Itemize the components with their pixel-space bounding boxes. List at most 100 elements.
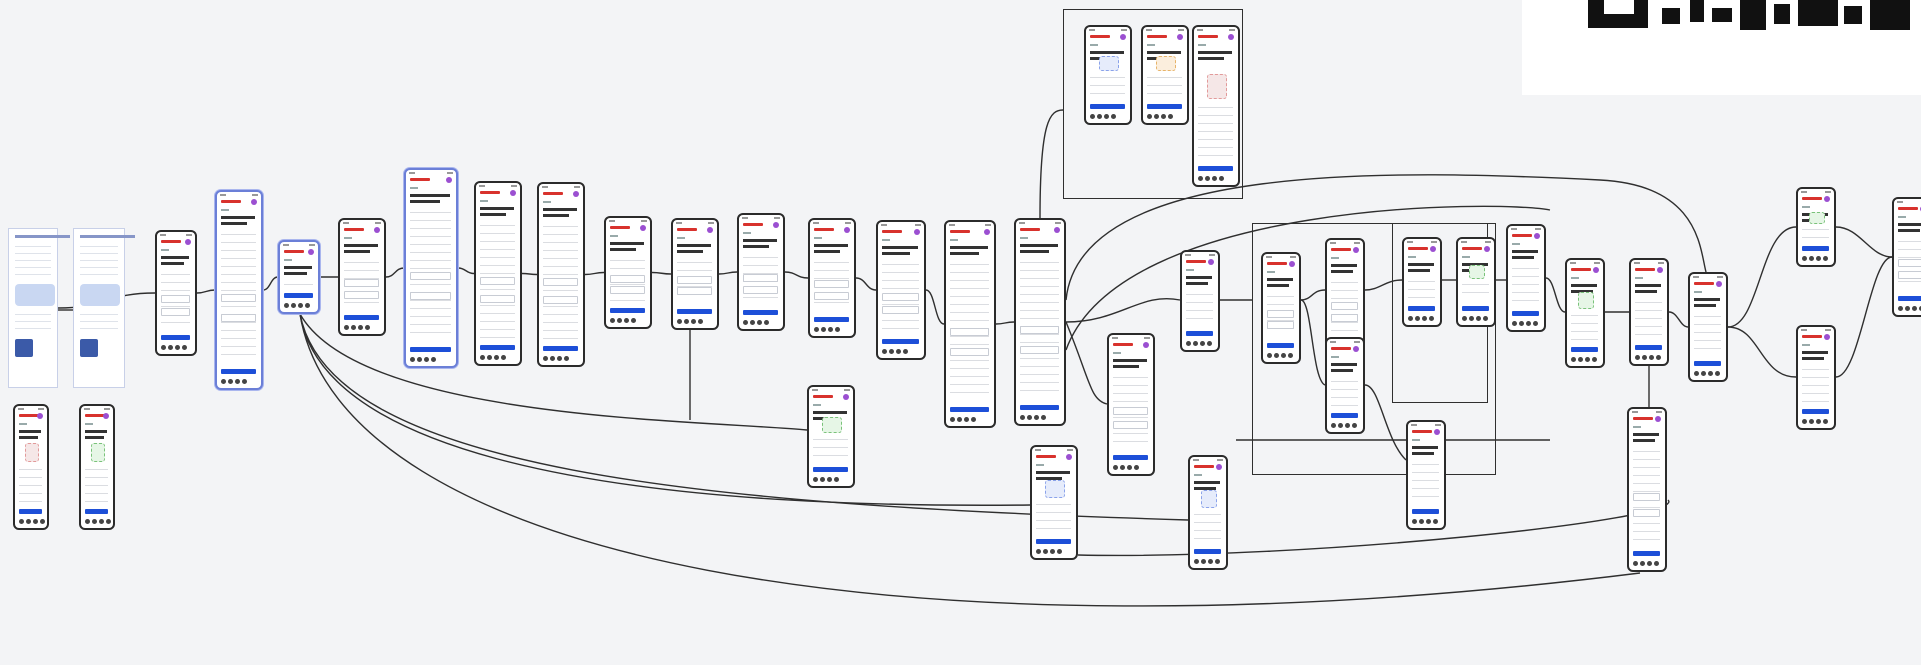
form-screen[interactable] xyxy=(671,218,719,330)
input-field xyxy=(677,286,712,295)
form-screen[interactable] xyxy=(1688,272,1728,382)
primary-button xyxy=(1412,509,1439,514)
app-dock xyxy=(813,477,839,482)
status-bar xyxy=(217,192,261,198)
primary-button xyxy=(1512,311,1539,316)
flow-connector xyxy=(299,313,1189,521)
input-field xyxy=(480,295,515,304)
qr-module xyxy=(1774,4,1790,24)
illustration-screen[interactable] xyxy=(1192,25,1240,187)
illustration-screen[interactable] xyxy=(807,385,855,488)
avatar xyxy=(1716,281,1722,287)
illustration-screen[interactable] xyxy=(1188,455,1228,570)
screen-title xyxy=(1090,51,1124,54)
illustration-screen[interactable] xyxy=(1141,25,1189,125)
form-screen[interactable] xyxy=(1180,250,1220,352)
form-screen[interactable] xyxy=(737,213,785,331)
status-bar xyxy=(1508,226,1544,232)
back-link xyxy=(1462,256,1470,258)
status-bar xyxy=(1190,457,1226,463)
input-field xyxy=(1331,302,1358,311)
form-screen[interactable] xyxy=(1627,407,1667,572)
qr-module xyxy=(1690,0,1704,22)
form-screen[interactable] xyxy=(215,190,263,390)
status-bar xyxy=(1016,220,1064,226)
back-link xyxy=(1635,277,1643,279)
form-screen[interactable] xyxy=(876,220,926,360)
flow-connector xyxy=(718,271,738,275)
form-screen[interactable] xyxy=(1402,237,1442,327)
flow-connector xyxy=(1727,326,1797,378)
form-screen[interactable] xyxy=(944,220,996,428)
status-bar xyxy=(1458,239,1494,245)
status-bar xyxy=(739,215,783,221)
qr-module xyxy=(1662,8,1680,24)
primary-button xyxy=(19,509,42,514)
flow-connector xyxy=(784,271,809,279)
form-screen[interactable] xyxy=(1325,337,1365,434)
primary-button xyxy=(743,310,778,315)
form-screen[interactable] xyxy=(1506,224,1546,332)
illustration-screen[interactable] xyxy=(1456,237,1496,327)
app-dock xyxy=(1267,353,1293,358)
primary-button xyxy=(1802,409,1829,414)
flow-connector xyxy=(1668,311,1689,328)
avatar xyxy=(773,222,779,228)
screen-title xyxy=(1898,223,1921,226)
brand-logo xyxy=(1198,35,1218,38)
form-screen[interactable] xyxy=(1796,325,1836,430)
landing-page-screen[interactable] xyxy=(8,228,70,388)
app-dock xyxy=(1147,114,1173,119)
text-placeholder xyxy=(85,464,108,502)
primary-button xyxy=(610,308,645,313)
illustration-screen[interactable] xyxy=(13,404,49,530)
input-field xyxy=(1113,407,1148,416)
form-screen[interactable] xyxy=(1014,218,1066,426)
form-screen[interactable] xyxy=(1261,252,1301,364)
screen-title-line xyxy=(1036,477,1063,480)
form-screen[interactable] xyxy=(338,218,386,336)
illustration-screen[interactable] xyxy=(1084,25,1132,125)
landing-page-screen[interactable] xyxy=(73,228,135,388)
flow-connector xyxy=(457,267,475,275)
qr-module xyxy=(1844,6,1862,24)
form-screen[interactable] xyxy=(1892,197,1921,317)
illustration-screen[interactable] xyxy=(1565,258,1605,368)
form-screen[interactable] xyxy=(537,182,585,367)
status-bar xyxy=(1194,27,1238,33)
status-bar xyxy=(1404,239,1440,245)
flow-connector xyxy=(925,289,945,325)
form-screen[interactable] xyxy=(278,240,320,314)
primary-button xyxy=(1462,306,1489,311)
illustration-screen[interactable] xyxy=(79,404,115,530)
form-screen[interactable] xyxy=(404,168,458,368)
avatar xyxy=(1434,429,1440,435)
illustration-screen[interactable] xyxy=(1030,445,1078,560)
primary-button xyxy=(161,335,190,340)
flow-connector xyxy=(1065,298,1181,323)
back-link xyxy=(1113,352,1121,354)
flow-connector xyxy=(1835,256,1893,378)
illustration-screen[interactable] xyxy=(1796,187,1836,267)
screen-title-line xyxy=(1633,439,1655,442)
form-screen[interactable] xyxy=(474,181,522,366)
brand-logo xyxy=(1090,35,1110,38)
form-screen[interactable] xyxy=(1629,258,1669,366)
status-bar xyxy=(1327,339,1363,345)
brand-logo xyxy=(85,414,105,417)
brand-logo xyxy=(1267,262,1287,265)
form-screen[interactable] xyxy=(604,216,652,329)
form-screen[interactable] xyxy=(808,218,856,338)
app-dock xyxy=(1090,114,1116,119)
text-placeholder xyxy=(1198,102,1233,159)
illustration-image xyxy=(1808,211,1826,225)
form-screen[interactable] xyxy=(1406,420,1446,530)
back-link xyxy=(1331,257,1339,259)
avatar xyxy=(1228,34,1234,40)
app-dock xyxy=(882,349,908,354)
app-dock xyxy=(950,417,976,422)
form-screen[interactable] xyxy=(1107,333,1155,476)
form-screen[interactable] xyxy=(155,230,197,356)
app-dock xyxy=(284,303,310,308)
